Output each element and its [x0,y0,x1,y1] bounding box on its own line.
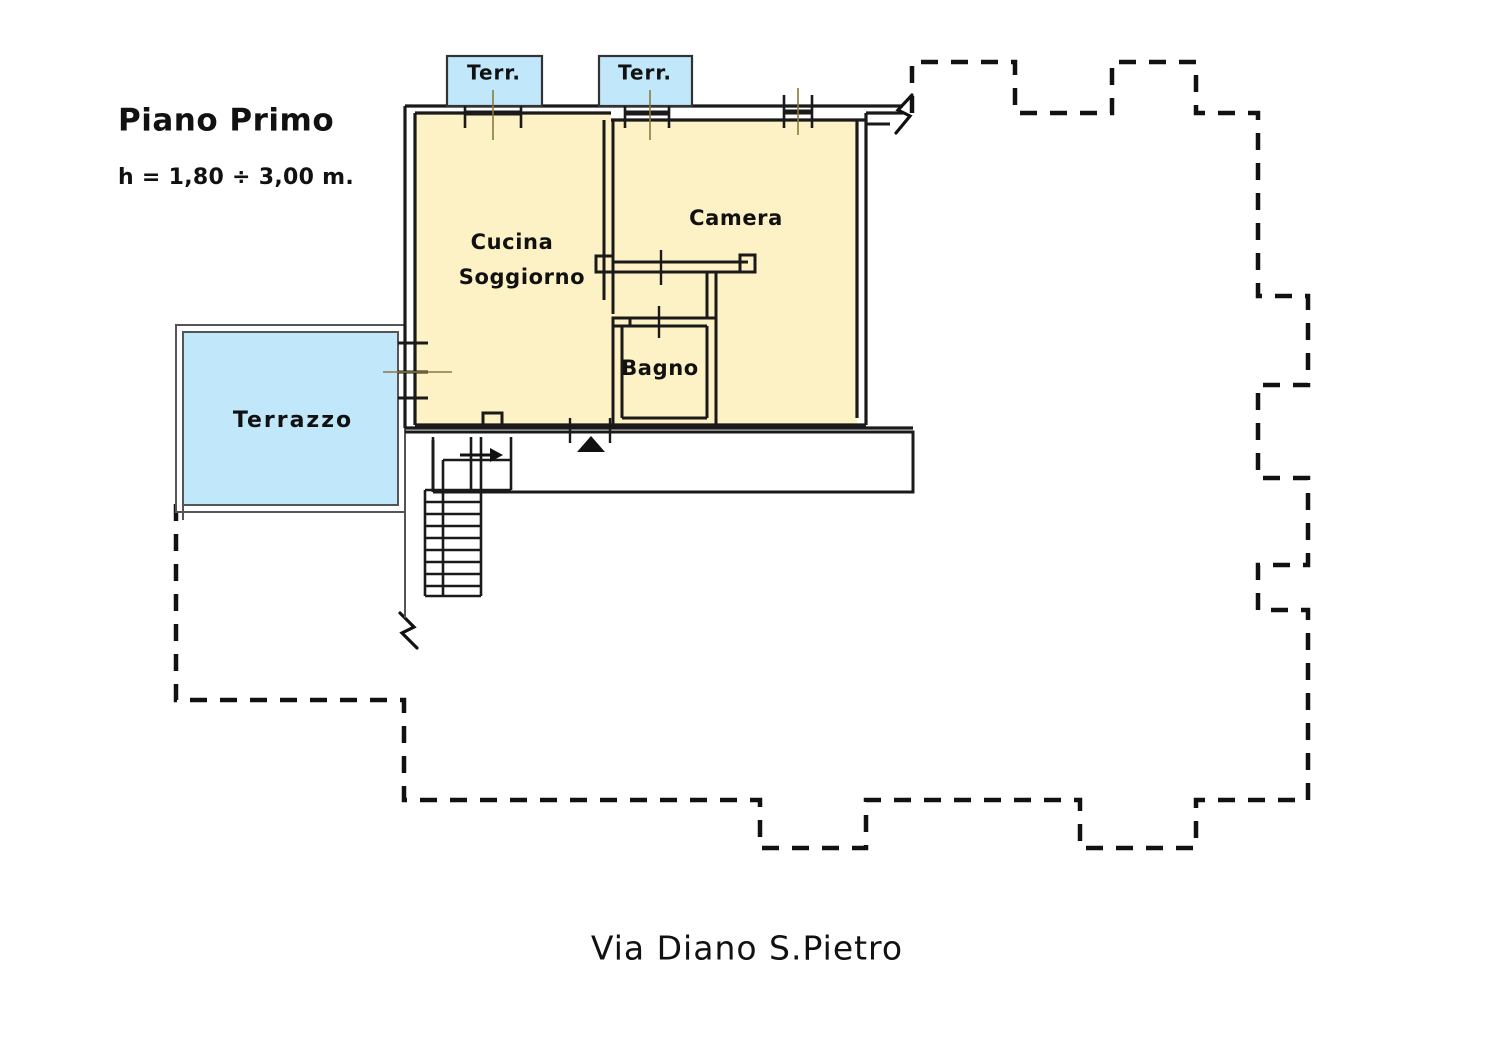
room-label-cucina: Cucina [471,230,554,254]
wall-break-symbol-top [894,93,914,135]
terrazzo-right-edge-line [176,505,406,618]
building-outline-dashed [173,59,1311,851]
room-label-terrazzino-1: Terr. [467,61,521,85]
height-note: h = 1,80 ÷ 3,00 m. [118,165,354,190]
terrazzo-area [175,324,406,513]
page-title: Piano Primo [118,103,334,139]
room-label-soggiorno: Soggiorno [459,265,585,289]
right-continuation-wall [866,104,902,126]
partition-camera-corridor [613,253,757,318]
street-label: Via Diano S.Pietro [591,929,903,968]
bagno-walls [611,316,718,425]
entrance-arrow-icon [577,436,605,452]
room-label-terrazzo: Terrazzo [233,408,353,433]
camera-partition-end-jamb [738,253,757,274]
window-openings-left-wall [383,341,452,400]
room-label-camera: Camera [689,206,783,230]
bagno-door-jamb [611,316,632,328]
corridor-outline [405,430,915,494]
apartment-outer-walls [403,104,913,430]
room-label-bagno: Bagno [621,356,699,380]
terrazzino-2 [597,54,694,108]
window-opening-terr2 [623,90,671,140]
staircase [423,437,513,598]
terrazzo-fill [182,331,399,506]
window-opening-camera [782,88,814,135]
terrazzino-1 [445,54,544,108]
terrazzino-2-slab [597,54,694,108]
stair-direction-arrow-icon [460,448,503,462]
wall-break-symbol-stairs [398,611,419,650]
terrazzino-1-slab [445,54,544,108]
cucina-bottom-notch [481,411,504,425]
room-label-terrazzino-2: Terr. [618,61,672,85]
partition-cucina-camera [594,120,615,314]
window-opening-terr1 [463,90,523,140]
cucina-soggiorno-fill [415,113,611,425]
